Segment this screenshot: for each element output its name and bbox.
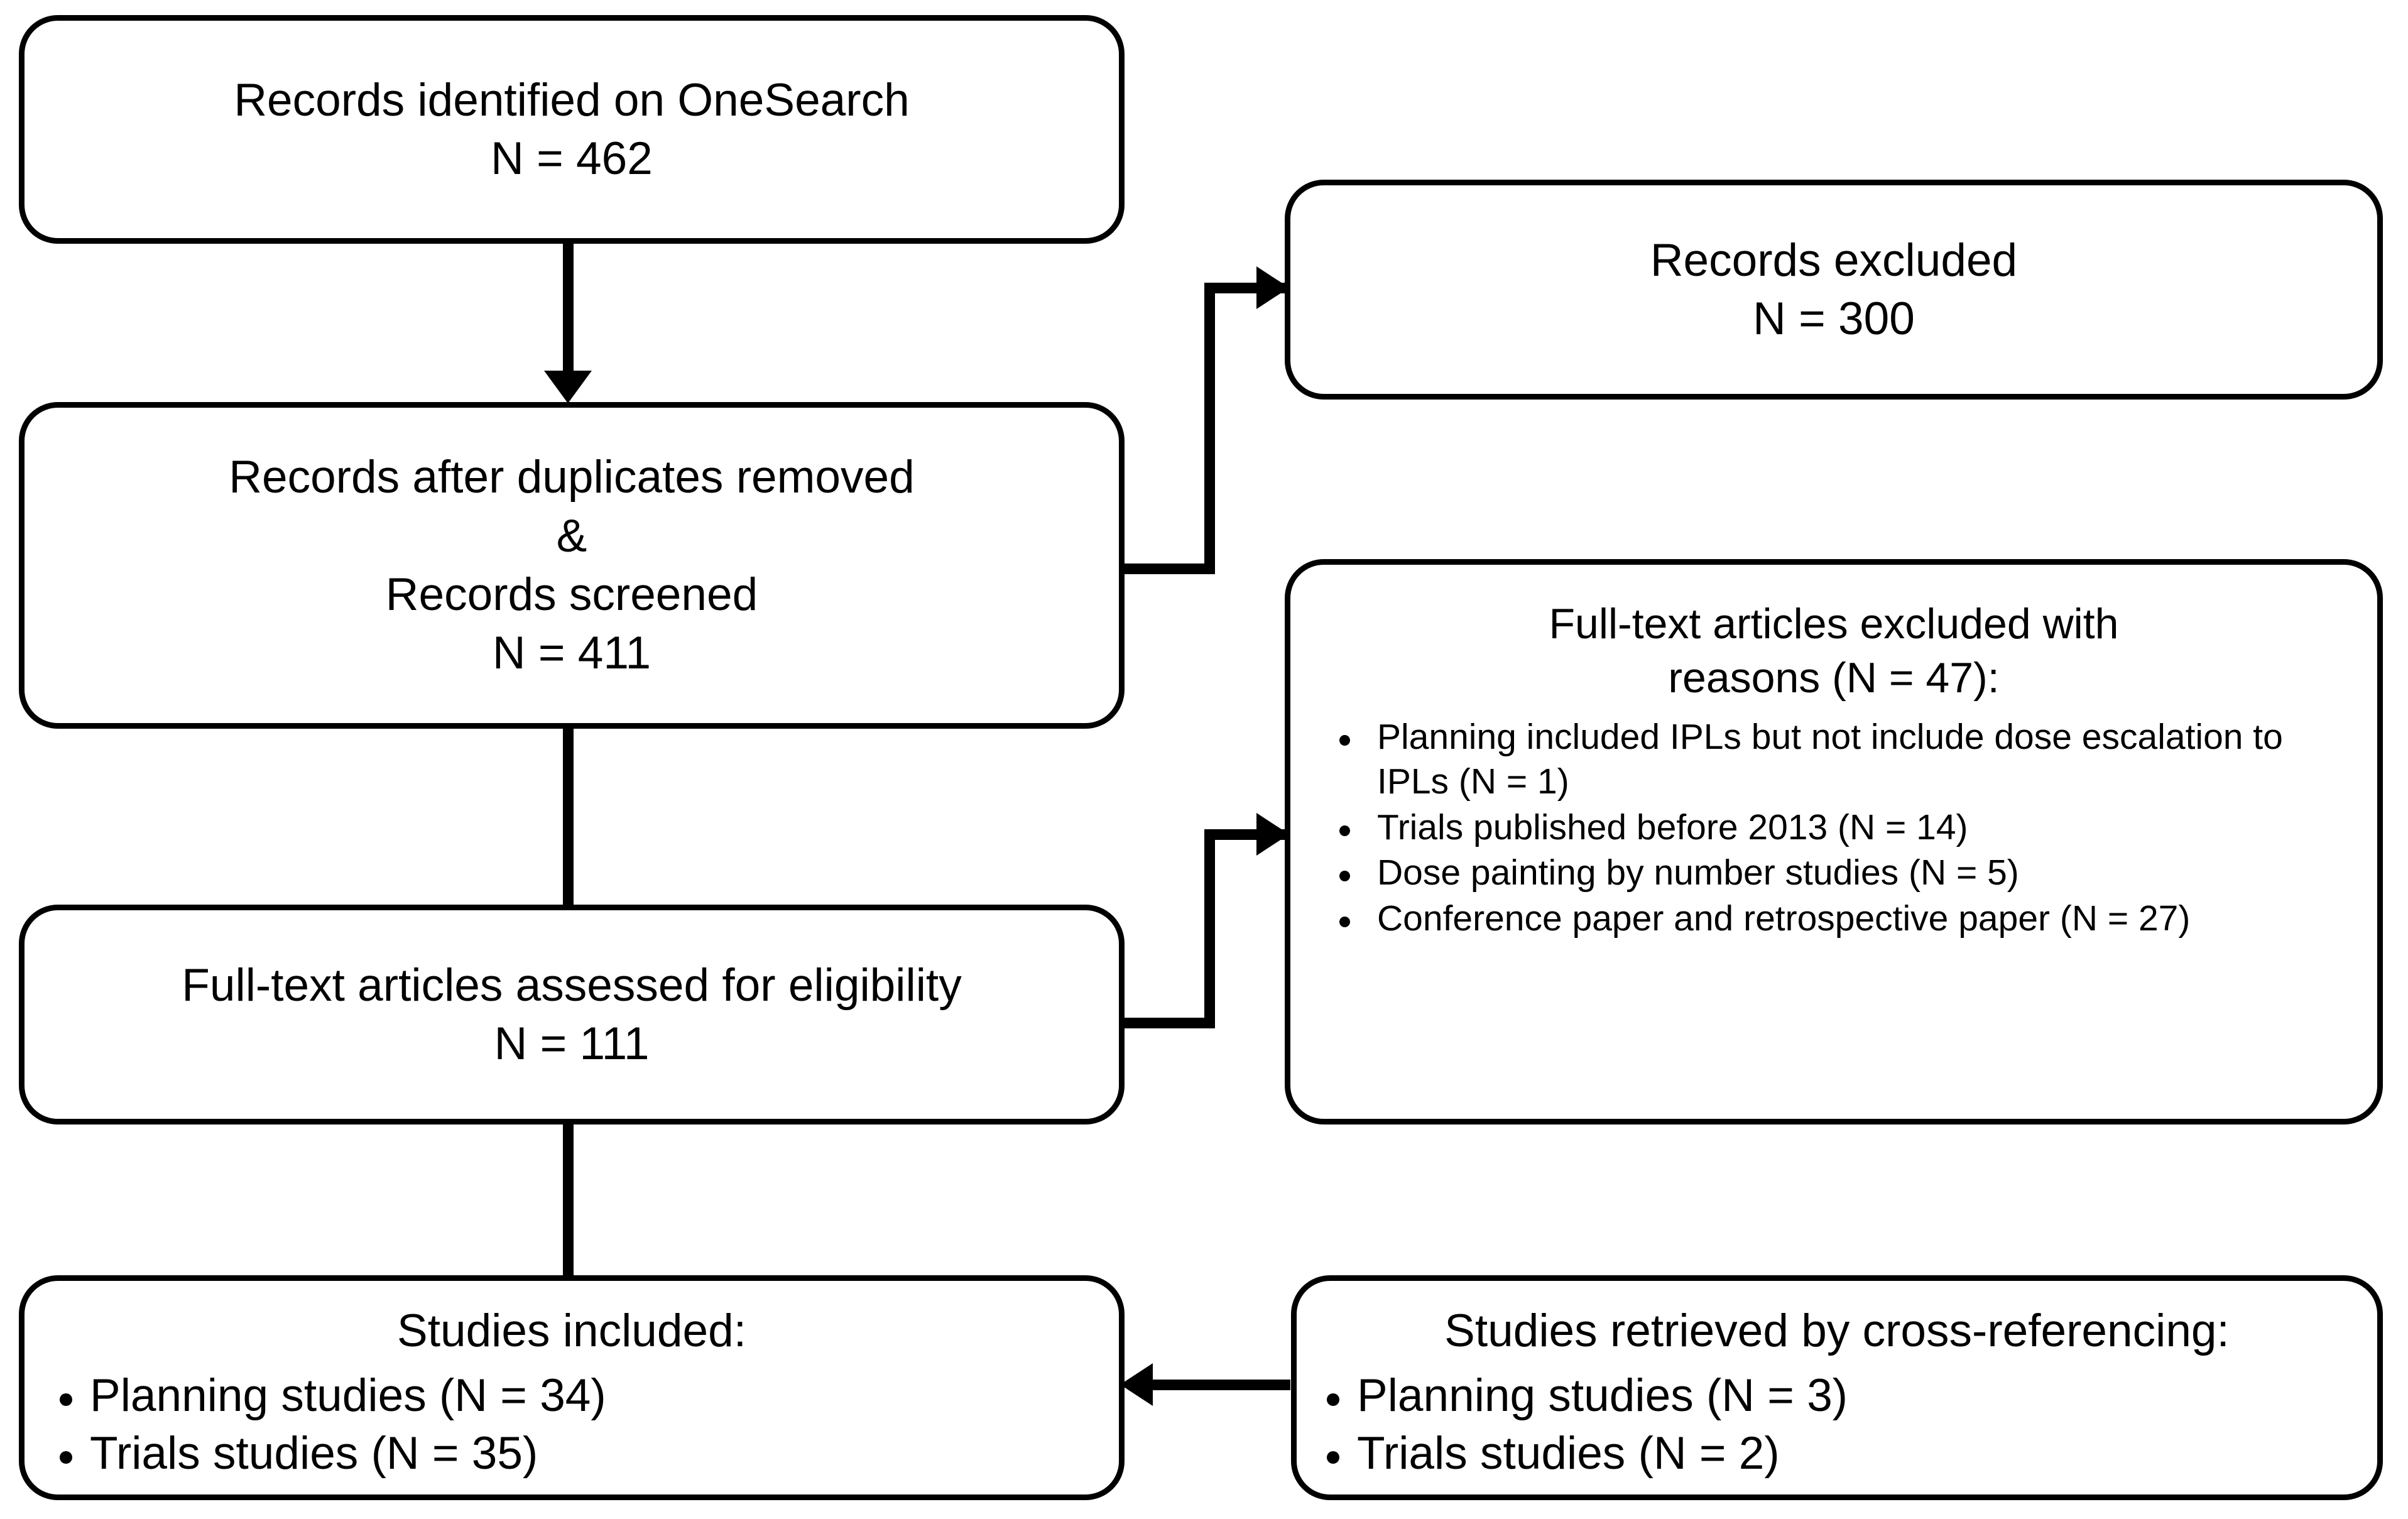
- node-records-identified-body: Records identified on OneSearch N = 462: [25, 71, 1119, 188]
- cross-referenced-heading: Studies retrieved by cross-referencing:: [1444, 1305, 2230, 1356]
- node-studies-included: Studies included: Planning studies (N = …: [19, 1275, 1125, 1500]
- after-duplicates-ampersand: &: [556, 510, 587, 562]
- after-duplicates-count: N = 411: [492, 628, 651, 679]
- node-fulltext-excluded-body: Full-text articles excluded with reasons…: [1290, 565, 2377, 942]
- connector-screened-to-excluded-h1: [1122, 564, 1215, 574]
- list-item: Planning studies (N = 34): [41, 1368, 1103, 1425]
- node-records-identified: Records identified on OneSearch N = 462: [19, 15, 1125, 244]
- arrowhead-crossref-to-included: [1120, 1363, 1153, 1406]
- fulltext-excluded-heading-line1: Full-text articles excluded with: [1549, 600, 2119, 648]
- node-records-after-duplicates-body: Records after duplicates removed & Recor…: [25, 448, 1119, 683]
- node-records-excluded-body: Records excluded N = 300: [1290, 231, 2377, 349]
- list-item: Planning studies (N = 3): [1308, 1368, 2366, 1425]
- connector-assessed-to-included: [563, 1124, 574, 1282]
- after-duplicates-line3: Records screened: [385, 569, 758, 620]
- studies-included-heading: Studies included:: [397, 1305, 746, 1356]
- cross-referenced-list: Planning studies (N = 3) Trials studies …: [1308, 1368, 2366, 1483]
- list-item: Planning included IPLs but not include d…: [1307, 715, 2361, 803]
- records-excluded-label: Records excluded: [1650, 234, 2018, 286]
- records-excluded-count: N = 300: [1753, 293, 1915, 344]
- node-records-excluded: Records excluded N = 300: [1285, 180, 2383, 400]
- list-item: Trials studies (N = 35): [41, 1425, 1103, 1483]
- node-fulltext-assessed-body: Full-text articles assessed for eligibil…: [25, 956, 1119, 1074]
- list-item: Conference paper and retrospective paper…: [1307, 896, 2361, 941]
- node-studies-cross-referenced: Studies retrieved by cross-referencing: …: [1291, 1275, 2383, 1500]
- list-item: Trials studies (N = 2): [1308, 1425, 2366, 1483]
- node-fulltext-excluded: Full-text articles excluded with reasons…: [1285, 559, 2383, 1124]
- connector-screened-to-excluded-v: [1204, 283, 1215, 574]
- fulltext-assessed-count: N = 111: [494, 1018, 650, 1069]
- arrowhead-identified-to-duplicates: [544, 371, 592, 403]
- studies-included-list: Planning studies (N = 34) Trials studies…: [41, 1368, 1103, 1483]
- list-item: Dose painting by number studies (N = 5): [1307, 851, 2361, 895]
- fulltext-assessed-label: Full-text articles assessed for eligibil…: [182, 959, 962, 1011]
- node-studies-included-body: Studies included: Planning studies (N = …: [25, 1281, 1119, 1484]
- records-identified-count: N = 462: [491, 133, 653, 184]
- arrowhead-assessed-to-excluded: [1256, 813, 1289, 856]
- fulltext-excluded-reason-list: Planning included IPLs but not include d…: [1307, 715, 2361, 940]
- node-fulltext-assessed: Full-text articles assessed for eligibil…: [19, 905, 1125, 1124]
- node-records-after-duplicates: Records after duplicates removed & Recor…: [19, 402, 1125, 729]
- connector-duplicates-to-assessed: [563, 729, 574, 917]
- arrowhead-screened-to-excluded: [1256, 266, 1289, 309]
- after-duplicates-line1: Records after duplicates removed: [229, 452, 915, 503]
- list-item: Trials published before 2013 (N = 14): [1307, 805, 2361, 850]
- connector-crossref-to-included: [1150, 1380, 1290, 1390]
- connector-identified-to-duplicates: [563, 242, 574, 375]
- node-studies-cross-referenced-body: Studies retrieved by cross-referencing: …: [1297, 1281, 2377, 1484]
- connector-assessed-to-excluded-v: [1204, 829, 1215, 1028]
- records-identified-line1: Records identified on OneSearch: [234, 74, 910, 126]
- fulltext-excluded-heading-line2: reasons (N = 47):: [1668, 653, 2000, 702]
- connector-assessed-to-excluded-h1: [1122, 1018, 1215, 1028]
